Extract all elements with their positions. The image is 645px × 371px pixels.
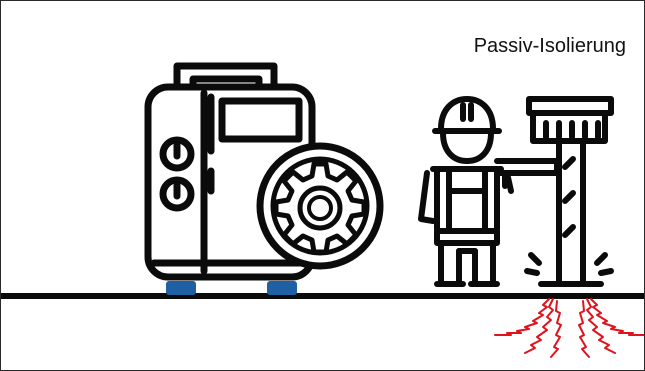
gear-icon (260, 146, 380, 266)
left-foot (166, 281, 196, 295)
right-foot (267, 281, 297, 295)
compactor-rammer-icon (527, 99, 611, 284)
vibration-waves (495, 299, 645, 357)
generator-feet (166, 281, 297, 295)
construction-worker-icon (421, 99, 557, 284)
